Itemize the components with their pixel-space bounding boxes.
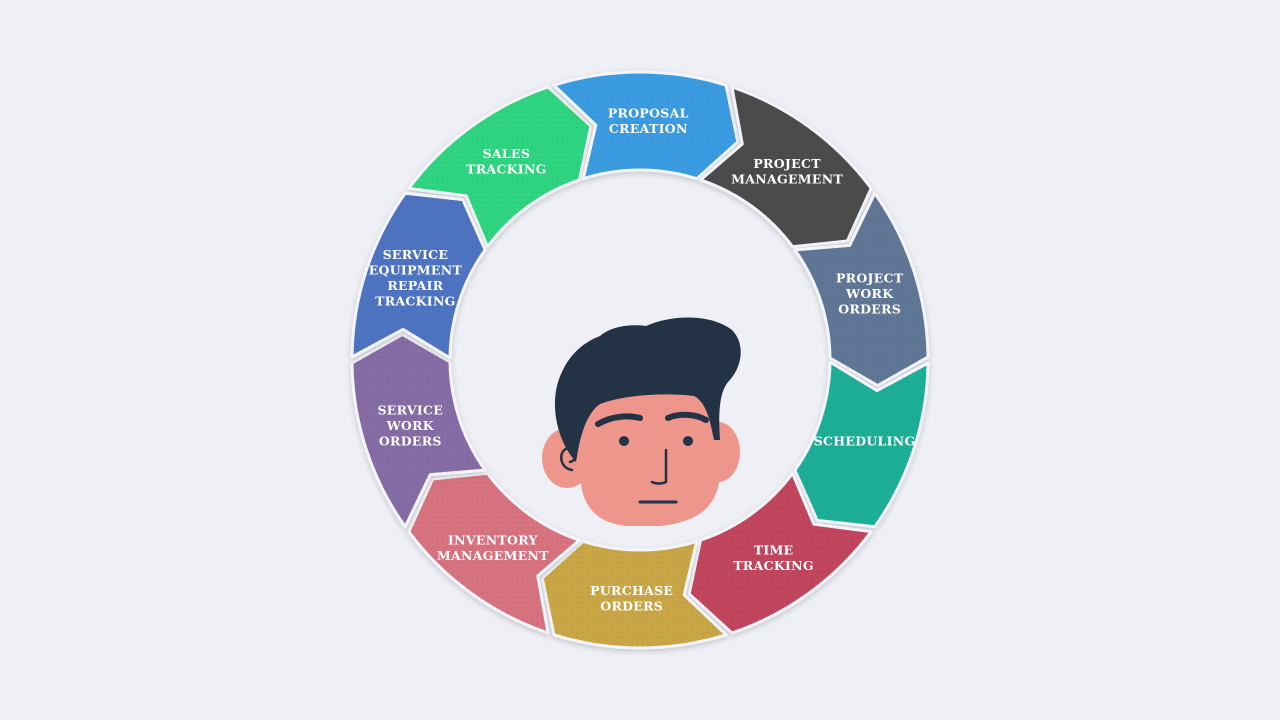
- segment-time-tracking: [687, 471, 873, 635]
- segment-texture-service-equipment-repair-tracking: [352, 193, 486, 358]
- segment-texture-service-work-orders: [352, 334, 486, 527]
- segment-texture-project-work-orders: [794, 193, 928, 386]
- segment-label-line: TIME: [754, 542, 794, 557]
- right-eyebrow: [665, 411, 709, 423]
- segment-texture-purchase-orders: [542, 541, 727, 648]
- segment-label-line: PURCHASE: [590, 583, 673, 598]
- segment-label-line: REPAIR: [387, 278, 443, 293]
- right-eye: [683, 436, 693, 446]
- segment-label-line: MANAGEMENT: [731, 171, 843, 186]
- segment-label-line: WORK: [386, 418, 435, 433]
- ring-segments: [350, 70, 930, 650]
- left-eyebrow: [595, 413, 643, 427]
- head: [580, 386, 720, 526]
- segment-label-scheduling: SCHEDULING: [814, 434, 916, 449]
- nose: [650, 448, 668, 485]
- segment-texture-project-management: [700, 87, 872, 247]
- segment-service-work-orders: [350, 332, 487, 529]
- segment-project-work-orders: [793, 191, 930, 388]
- segment-project-management: [699, 85, 873, 249]
- segment-label-line: ORDERS: [838, 302, 901, 317]
- segment-proposal-creation: [552, 70, 740, 181]
- segment-sales-tracking: [407, 85, 593, 249]
- segment-label-line: CREATION: [609, 121, 688, 136]
- segment-texture-inventory-management: [408, 473, 580, 633]
- segment-label-line: MANAGEMENT: [437, 548, 549, 563]
- segment-purchase-orders: [540, 539, 728, 650]
- segment-label-line: TRACKING: [375, 294, 456, 309]
- segment-label-line: TRACKING: [733, 558, 814, 573]
- segment-label-line: ORDERS: [379, 433, 442, 448]
- segment-label-line: SCHEDULING: [814, 434, 916, 449]
- segment-service-equipment-repair-tracking: [350, 191, 487, 360]
- person-face-illustration: [542, 317, 741, 526]
- segment-label-line: INVENTORY: [448, 533, 539, 548]
- segment-texture-sales-tracking: [408, 87, 591, 247]
- left-eye: [619, 436, 629, 446]
- segment-texture-scheduling: [794, 362, 928, 527]
- segment-label-line: PROJECT: [836, 271, 904, 286]
- segment-label-line: TRACKING: [466, 162, 547, 177]
- segment-label-line: PROPOSAL: [608, 105, 689, 120]
- segment-texture-proposal-creation: [553, 72, 738, 179]
- segment-label-line: ORDERS: [600, 599, 663, 614]
- segment-label-line: SERVICE: [383, 247, 449, 262]
- segment-label-line: PROJECT: [753, 156, 821, 171]
- segment-label-line: SALES: [483, 146, 531, 161]
- hair: [554, 317, 741, 462]
- segment-label-line: SERVICE: [377, 402, 443, 417]
- segment-label-line: EQUIPMENT: [369, 263, 463, 278]
- segment-texture-time-tracking: [689, 473, 872, 633]
- segment-scheduling: [793, 360, 930, 529]
- segment-inventory-management: [407, 471, 581, 635]
- segment-label-line: WORK: [845, 286, 894, 301]
